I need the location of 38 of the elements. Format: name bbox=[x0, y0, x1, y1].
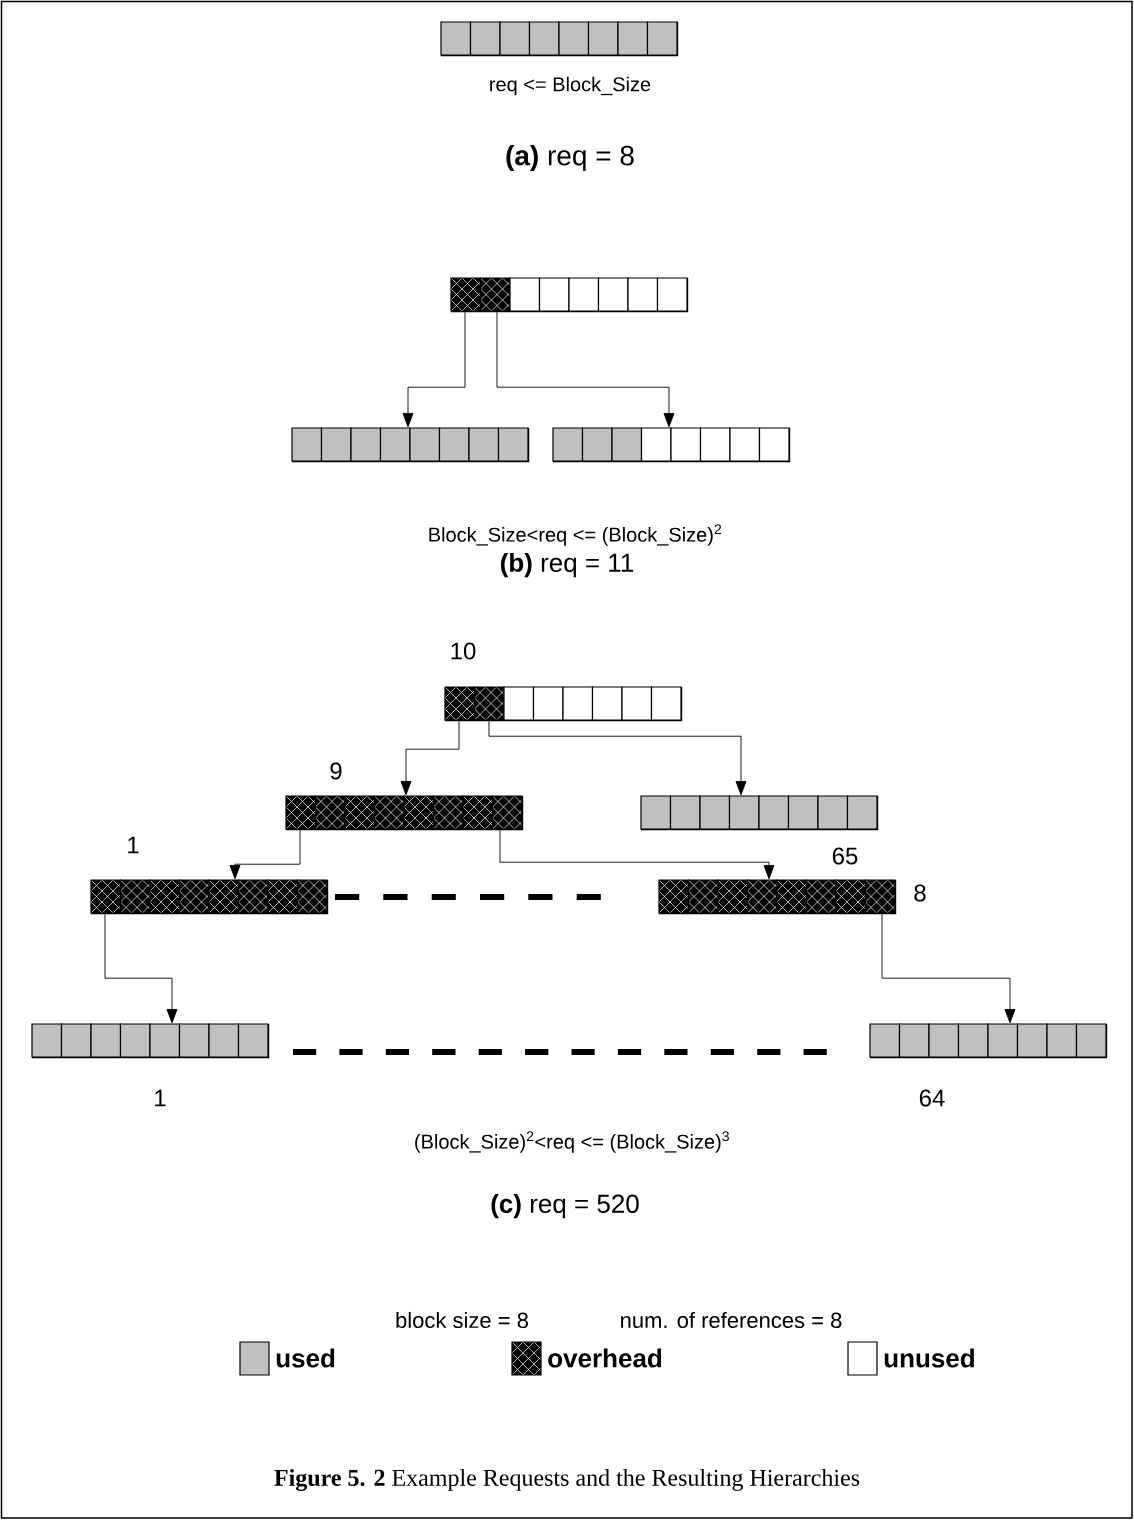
parameter-note: block size = 8 bbox=[396, 1311, 528, 1329]
part-heading: (b) req = 11 bbox=[501, 552, 634, 578]
arrow bbox=[104, 913, 178, 1024]
level-number: 1 bbox=[155, 1089, 166, 1107]
block-array bbox=[90, 879, 329, 915]
arrow bbox=[400, 720, 460, 796]
arrow bbox=[229, 829, 301, 880]
arrow bbox=[402, 311, 466, 428]
block-array bbox=[444, 686, 683, 722]
legend-label: unused bbox=[884, 1348, 974, 1368]
level-number: 64 bbox=[919, 1089, 945, 1107]
level-number: 8 bbox=[914, 884, 926, 902]
legend-label: overhead bbox=[548, 1348, 662, 1368]
block-array bbox=[440, 21, 679, 57]
arrow bbox=[488, 720, 747, 796]
block-array bbox=[869, 1023, 1108, 1059]
condition-label: (Block_Size)$^{2}$<req <= (Block_Size)$^{3}$ bbox=[415, 1131, 729, 1153]
condition-label: req <= Block_Size bbox=[490, 76, 651, 96]
arrow bbox=[881, 913, 1016, 1024]
parameter-note: num. of references = 8 bbox=[621, 1311, 842, 1329]
legend-label: used bbox=[276, 1348, 335, 1368]
level-number: 9 bbox=[330, 762, 342, 780]
arrow bbox=[496, 311, 675, 428]
caption: Figure 5. 2 Example Requests and the Resulting Hierarchies bbox=[274, 1469, 860, 1491]
part-heading: (c) req = 520 bbox=[491, 1193, 639, 1219]
block-array bbox=[291, 427, 530, 463]
arrow bbox=[499, 829, 775, 880]
condition-label: Block_Size<req <= (Block_Size)$^{2}$ bbox=[429, 524, 722, 546]
block-array bbox=[552, 427, 791, 463]
level-number: 1 bbox=[128, 836, 139, 854]
level-number: 10 bbox=[451, 642, 476, 660]
block-array bbox=[31, 1023, 270, 1059]
block-array bbox=[450, 277, 689, 313]
part-heading: (a) req = 8 bbox=[506, 144, 634, 172]
block-array bbox=[285, 795, 524, 831]
level-number: 65 bbox=[832, 847, 858, 865]
block-array bbox=[640, 795, 879, 831]
block-array bbox=[658, 879, 897, 915]
